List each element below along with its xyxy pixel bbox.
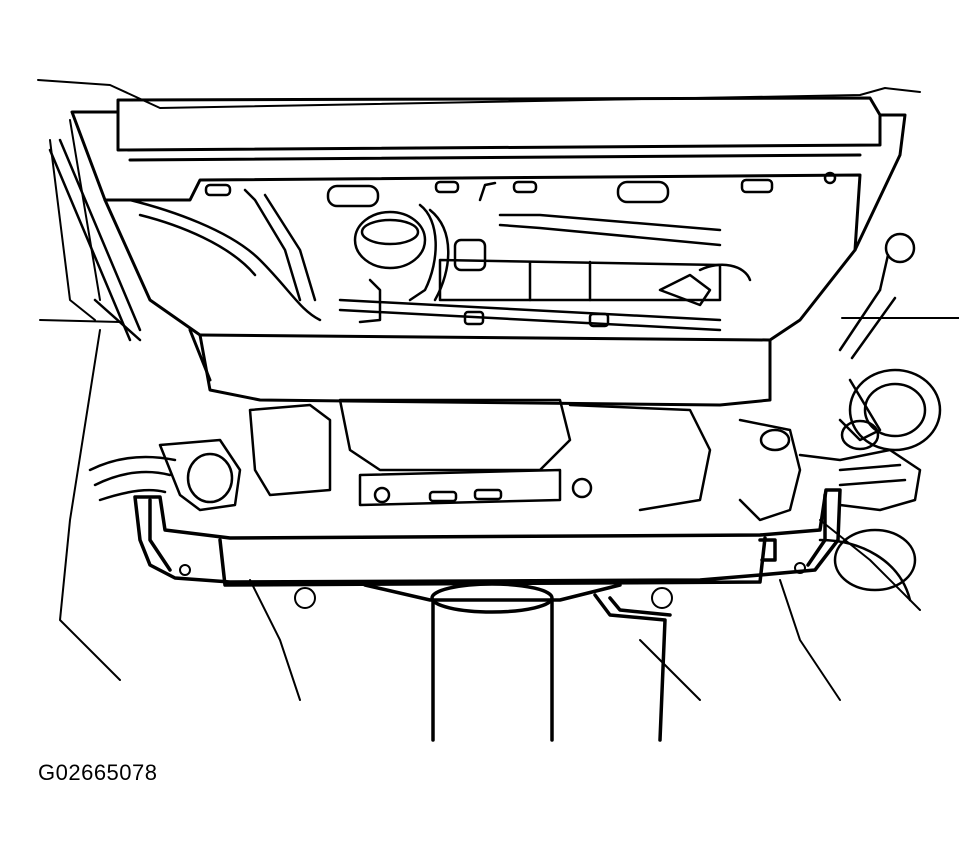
jack-post xyxy=(365,584,670,740)
crossmember-slots xyxy=(206,173,835,206)
jack-cradle xyxy=(135,490,840,585)
engine-bay-components xyxy=(130,183,750,330)
lower-engine-area xyxy=(90,370,940,600)
vehicle-body-outline xyxy=(38,80,959,700)
figure-id-label: G02665078 xyxy=(38,760,158,785)
tie-rods xyxy=(50,140,914,449)
cradle-bolts xyxy=(180,563,805,608)
upper-crossmember xyxy=(72,98,905,405)
